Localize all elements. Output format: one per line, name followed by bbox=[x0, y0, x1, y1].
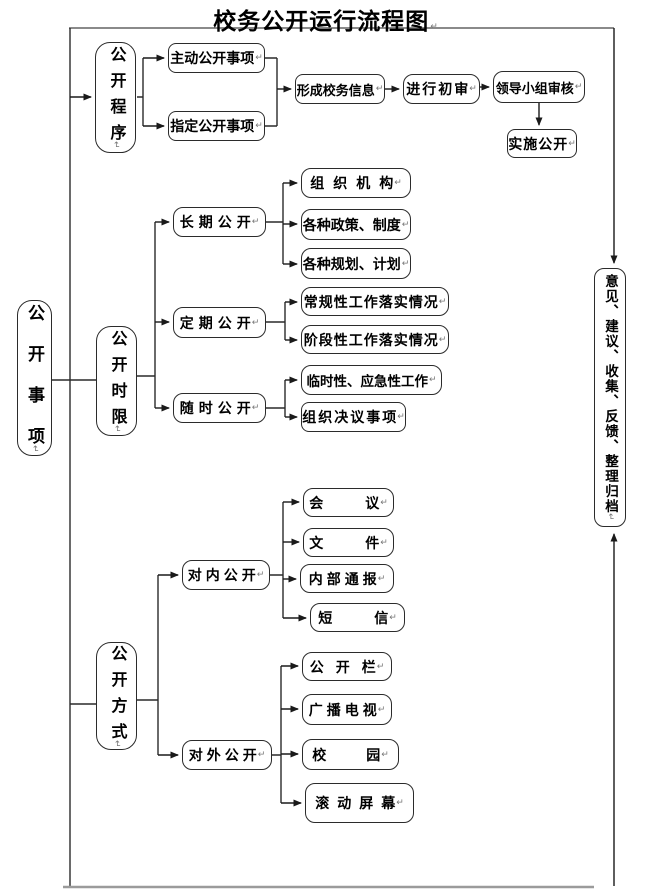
node-temp-work: 临时性、应急性工作↵ bbox=[301, 365, 442, 395]
connector-lines bbox=[52, 57, 286, 803]
node-procedure: 公开程序↵ bbox=[95, 42, 136, 153]
node-plans: 各种规划、计划↵ bbox=[301, 248, 411, 279]
node-feedback: 意见、建议、收集、反馈、整理归档↵ bbox=[594, 268, 626, 527]
node-initial-review: 进行初审↵ bbox=[403, 74, 480, 104]
node-policies: 各种政策、制度↵ bbox=[301, 209, 411, 240]
page-title: 校务公开运行流程图↵ bbox=[213, 9, 438, 34]
node-document: 文件↵ bbox=[303, 528, 394, 557]
node-implement: 实施公开↵ bbox=[507, 129, 577, 158]
node-routine-work: 常规性工作落实情况↵ bbox=[301, 287, 449, 316]
node-form-info: 形成校务信息↵ bbox=[295, 74, 385, 104]
node-broadcast-tv: 广播电视↵ bbox=[302, 694, 392, 725]
node-external: 对外公开↵ bbox=[182, 740, 272, 770]
node-phase-work: 阶段性工作落实情况↵ bbox=[301, 325, 449, 354]
node-resolutions: 组织决议事项↵ bbox=[301, 402, 406, 432]
node-root: 公开事项↵ bbox=[17, 300, 52, 468]
node-scrolling-screen: 滚动屏幕↵ bbox=[305, 783, 414, 823]
node-anytime: 随时公开↵ bbox=[173, 393, 266, 423]
node-org-structure: 组织机构↵ bbox=[301, 168, 411, 198]
node-leader-review: 领导小组审核↵ bbox=[493, 71, 585, 103]
node-time-limit: 公开时限↵ bbox=[96, 326, 137, 436]
node-bulletin-board: 公开栏↵ bbox=[302, 652, 392, 681]
node-internal: 对内公开↵ bbox=[182, 560, 270, 590]
node-long-term: 长期公开↵ bbox=[173, 207, 266, 237]
node-designated: 指定公开事项↵ bbox=[168, 111, 265, 141]
node-method: 公开方式↵ bbox=[96, 642, 137, 750]
node-sms: 短信↵ bbox=[310, 603, 405, 632]
node-campus: 校园↵ bbox=[302, 739, 399, 770]
node-periodic: 定期公开↵ bbox=[173, 307, 266, 338]
node-meeting: 会议↵ bbox=[303, 488, 394, 517]
node-internal-report: 内部通报↵ bbox=[300, 564, 394, 593]
node-proactive: 主动公开事项↵ bbox=[168, 43, 265, 73]
